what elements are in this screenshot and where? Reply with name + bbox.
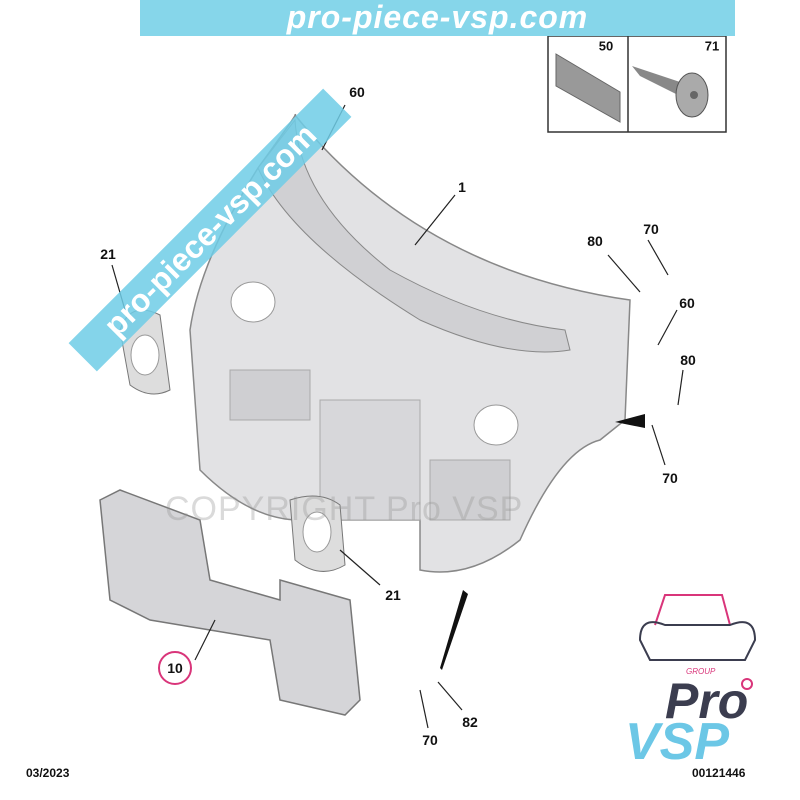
callout-80: 80: [587, 233, 603, 249]
logo-pro: Pro: [665, 673, 748, 729]
arrow-indicator: [615, 414, 645, 428]
callout-82: 82: [462, 714, 478, 730]
callout-10: 10: [167, 660, 183, 676]
diagram-number: 00121446: [692, 766, 746, 780]
site-banner: pro-piece-vsp.com: [140, 0, 735, 36]
callout-70: 70: [662, 470, 678, 486]
lower-trim-part-10: [99, 489, 361, 716]
callout-80: 80: [680, 352, 696, 368]
callout-1: 1: [458, 179, 466, 195]
inset-label-71: 71: [704, 38, 720, 54]
arrow-indicator: [440, 590, 468, 670]
provsp-logo: GROUP Pro VSP: [625, 594, 757, 771]
reflector-surround-right: [289, 495, 346, 572]
callout-60: 60: [349, 84, 365, 100]
inset-box: [547, 35, 727, 133]
logo-group: GROUP: [686, 667, 716, 676]
diagram-date: 03/2023: [26, 766, 70, 780]
logo-vsp: VSP: [625, 713, 729, 771]
callout-70: 70: [643, 221, 659, 237]
pad-icon: [555, 53, 621, 123]
callout-70: 70: [422, 732, 438, 748]
highlight-circle: [158, 651, 192, 685]
copyright-watermark: COPYRIGHT Pro VSP: [165, 490, 524, 528]
callout-21: 21: [100, 246, 116, 262]
callout-60: 60: [679, 295, 695, 311]
inset-label-50: 50: [598, 38, 614, 54]
screw-icon: [632, 66, 709, 118]
callout-21: 21: [385, 587, 401, 603]
rear-bumper-part-1: [189, 113, 631, 573]
